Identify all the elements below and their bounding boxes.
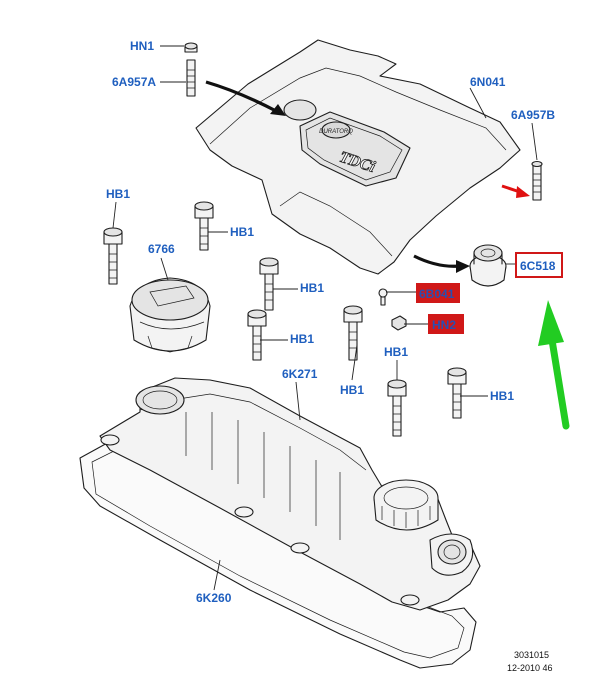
label-hb1-6: HB1 bbox=[384, 345, 408, 359]
black-arrow-to-grommet bbox=[413, 254, 461, 268]
bolt-hb1-7 bbox=[447, 367, 467, 419]
bolt-hb1-3 bbox=[259, 257, 279, 311]
label-6a957a: 6A957A bbox=[112, 75, 156, 89]
black-arrowhead-grommet bbox=[456, 260, 470, 273]
bolt-hb1-6 bbox=[387, 379, 407, 437]
label-hb1-4: HB1 bbox=[290, 332, 314, 346]
fitting-6b041 bbox=[378, 288, 388, 306]
label-6k271: 6K271 bbox=[282, 367, 318, 381]
label-6k260: 6K260 bbox=[196, 591, 232, 605]
label-hn2: HN2 bbox=[432, 318, 456, 332]
valve-cover-housing bbox=[99, 377, 481, 611]
label-6n041: 6N041 bbox=[470, 75, 506, 89]
figure-date: 12-2010 46 bbox=[507, 663, 553, 673]
stud-6a957b bbox=[531, 160, 543, 201]
grommet-6c518 bbox=[469, 244, 507, 287]
bolt-hb1-2 bbox=[194, 201, 214, 251]
label-hb1-1: HB1 bbox=[106, 187, 130, 201]
engine-cover: DURATORQ TDCi bbox=[195, 39, 521, 275]
black-arrowhead-cover bbox=[270, 104, 286, 116]
label-6c518: 6C518 bbox=[520, 259, 556, 273]
red-arrowhead bbox=[516, 186, 530, 198]
green-arrowhead bbox=[538, 300, 564, 346]
bolt-hb1-5 bbox=[343, 305, 363, 361]
label-6b041: 6B041 bbox=[419, 287, 455, 301]
figure-code: 3031015 bbox=[514, 650, 549, 660]
label-hb1-3: HB1 bbox=[300, 281, 324, 295]
label-6a957b: 6A957B bbox=[511, 108, 555, 122]
label-hn2-box bbox=[428, 314, 464, 334]
label-hb1-5: HB1 bbox=[340, 383, 364, 397]
label-6b041-box bbox=[416, 283, 460, 303]
cover-brand-text: DURATORQ bbox=[319, 129, 353, 135]
oil-filler-cap bbox=[129, 277, 211, 353]
bolt-hb1-4 bbox=[247, 309, 267, 361]
label-6c518-box bbox=[515, 252, 563, 278]
label-hb1-7: HB1 bbox=[490, 389, 514, 403]
label-hb1-2: HB1 bbox=[230, 225, 254, 239]
nut-hn2 bbox=[391, 315, 407, 331]
stud-6a957a bbox=[184, 42, 198, 97]
green-arrow bbox=[548, 336, 570, 430]
black-arrow-to-cover bbox=[205, 80, 279, 114]
bolt-hb1-1 bbox=[103, 227, 123, 285]
label-6766: 6766 bbox=[148, 242, 175, 256]
label-hn1: HN1 bbox=[130, 39, 154, 53]
